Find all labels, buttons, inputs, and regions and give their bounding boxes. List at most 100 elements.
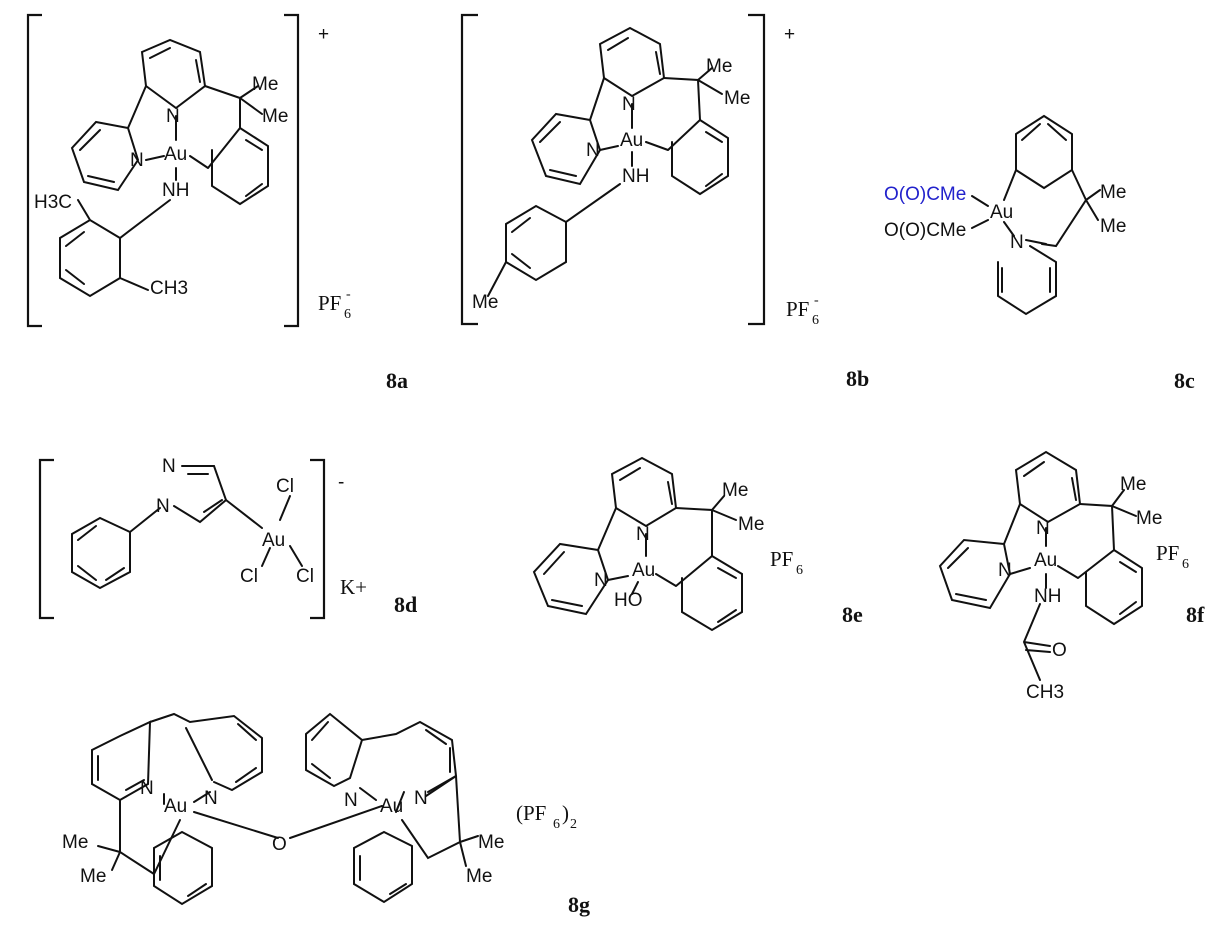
central-pyridine-ring xyxy=(1014,450,1082,524)
left-bracket xyxy=(26,13,42,328)
counterion: PF xyxy=(786,297,809,321)
left-outer-pyridine xyxy=(149,712,263,792)
atom-ch3: CH3 xyxy=(150,278,188,299)
central-pyridine-ring xyxy=(598,26,666,98)
atom-me2: Me xyxy=(1136,508,1162,529)
counterion-subscript: 6 xyxy=(553,817,560,832)
atom-cl2: Cl xyxy=(240,566,258,587)
left-pyridine-ring xyxy=(530,77,605,186)
atom-n3: N xyxy=(344,790,358,811)
atom-nh: NH xyxy=(162,180,189,201)
atom-me2: Me xyxy=(1100,216,1126,237)
counterion: K+ xyxy=(340,575,367,599)
right-bracket xyxy=(284,13,300,328)
central-pyridine-ring xyxy=(140,38,207,110)
gold-bonds xyxy=(145,85,241,181)
atom-au: Au xyxy=(1034,550,1057,571)
counterion-subscript: 6 xyxy=(812,313,819,328)
left-pyridine-ring xyxy=(532,507,617,616)
gem-dimethyl xyxy=(697,67,723,95)
atom-me3: Me xyxy=(478,832,504,853)
gold-bonds xyxy=(1009,503,1116,589)
gold-bonds xyxy=(225,495,303,567)
gem-dimethyl xyxy=(711,495,737,521)
gem-dimethyl xyxy=(1111,489,1137,517)
counterion: (PF xyxy=(516,801,546,825)
counterion-superscript: - xyxy=(346,287,351,302)
atom-me1: Me xyxy=(706,56,732,77)
pyrazole-ring xyxy=(173,465,228,524)
atom-au: Au xyxy=(632,560,655,581)
counterion-superscript: - xyxy=(814,293,819,308)
phenyl-ring xyxy=(1085,549,1143,626)
pyridine-ring xyxy=(997,239,1057,316)
compound-8g: N N Au N N Au O Me Me Me Me (PF 6 ) 2 8g xyxy=(62,712,590,917)
atom-n2: N xyxy=(998,560,1012,581)
right-bracket xyxy=(310,458,326,620)
atom-me1: Me xyxy=(1120,474,1146,495)
atom-nh: NH xyxy=(622,166,649,187)
counterion-subscript: 6 xyxy=(344,307,351,322)
left-gem-dimethyl xyxy=(97,845,121,871)
phenyl-ring xyxy=(211,127,269,206)
compound-label: 8c xyxy=(1174,368,1195,393)
counterion-close-paren: ) xyxy=(562,801,569,825)
atom-me1: Me xyxy=(62,832,88,853)
atom-n1: N xyxy=(166,106,180,127)
atom-n1: N xyxy=(636,524,650,545)
compound-8a: + N N Au NH Me Me H3C CH3 PF 6 - 8a xyxy=(26,13,408,393)
atom-au: Au xyxy=(620,130,643,151)
charge-sign: - xyxy=(338,472,344,493)
atom-au: Au xyxy=(990,202,1013,223)
counterion: PF xyxy=(318,291,341,315)
compound-8d: - N N Au Cl Cl Cl K+ 8d xyxy=(38,456,417,620)
atom-n: N xyxy=(1010,232,1024,253)
compound-8f: N N Au NH O CH3 Me Me PF 6 8f xyxy=(938,450,1205,703)
tolyl-ring xyxy=(487,183,621,297)
atom-n2: N xyxy=(594,570,608,591)
compound-label: 8b xyxy=(846,366,869,391)
dimethylphenyl-ring xyxy=(59,199,171,298)
atom-me2: Me xyxy=(262,106,288,127)
gold-bonds xyxy=(599,77,702,167)
left-bracket xyxy=(38,458,54,620)
atom-n1: N xyxy=(1036,518,1050,539)
atom-n2: N xyxy=(586,140,600,161)
atom-me2: Me xyxy=(80,866,106,887)
atom-n1: N xyxy=(622,94,636,115)
atom-n1: N xyxy=(162,456,176,477)
left-pyridine-ring xyxy=(938,503,1021,610)
atom-cl3: Cl xyxy=(296,566,314,587)
atom-o: O xyxy=(1052,640,1067,661)
gold-bonds xyxy=(607,507,713,595)
right-central-pyridine xyxy=(361,720,458,793)
compound-8c: O(O)CMe O(O)CMe Au N Me Me 8c xyxy=(884,114,1195,393)
phenyl-ring xyxy=(1015,114,1073,190)
phenyl-ring xyxy=(681,555,743,632)
counterion: PF xyxy=(770,547,793,571)
atom-ch3: CH3 xyxy=(1026,682,1064,703)
atom-o: O xyxy=(272,834,287,855)
right-gem-dimethyl xyxy=(459,835,479,867)
atom-me3: Me xyxy=(472,292,498,313)
atom-h3c: H3C xyxy=(34,192,72,213)
compound-label: 8g xyxy=(568,892,590,917)
atom-n1: N xyxy=(140,778,154,799)
left-pyridine-ring xyxy=(70,85,147,192)
gold-bonds xyxy=(971,169,1101,248)
compound-label: 8e xyxy=(842,602,863,627)
compound-label: 8a xyxy=(386,368,408,393)
charge-sign: + xyxy=(784,24,795,45)
atom-me2: Me xyxy=(724,88,750,109)
compound-8e: N N Au HO Me Me PF 6 8e xyxy=(532,456,863,632)
right-phenyl xyxy=(353,830,413,904)
atom-me2: Me xyxy=(738,514,764,535)
atom-me1: Me xyxy=(722,480,748,501)
right-bracket xyxy=(748,13,766,326)
counterion-subscript-2: 2 xyxy=(570,817,577,832)
compound-label: 8f xyxy=(1186,602,1205,627)
atom-au1: Au xyxy=(164,796,187,817)
gem-dimethyl xyxy=(239,85,263,115)
right-outer-pyridine xyxy=(305,712,364,788)
